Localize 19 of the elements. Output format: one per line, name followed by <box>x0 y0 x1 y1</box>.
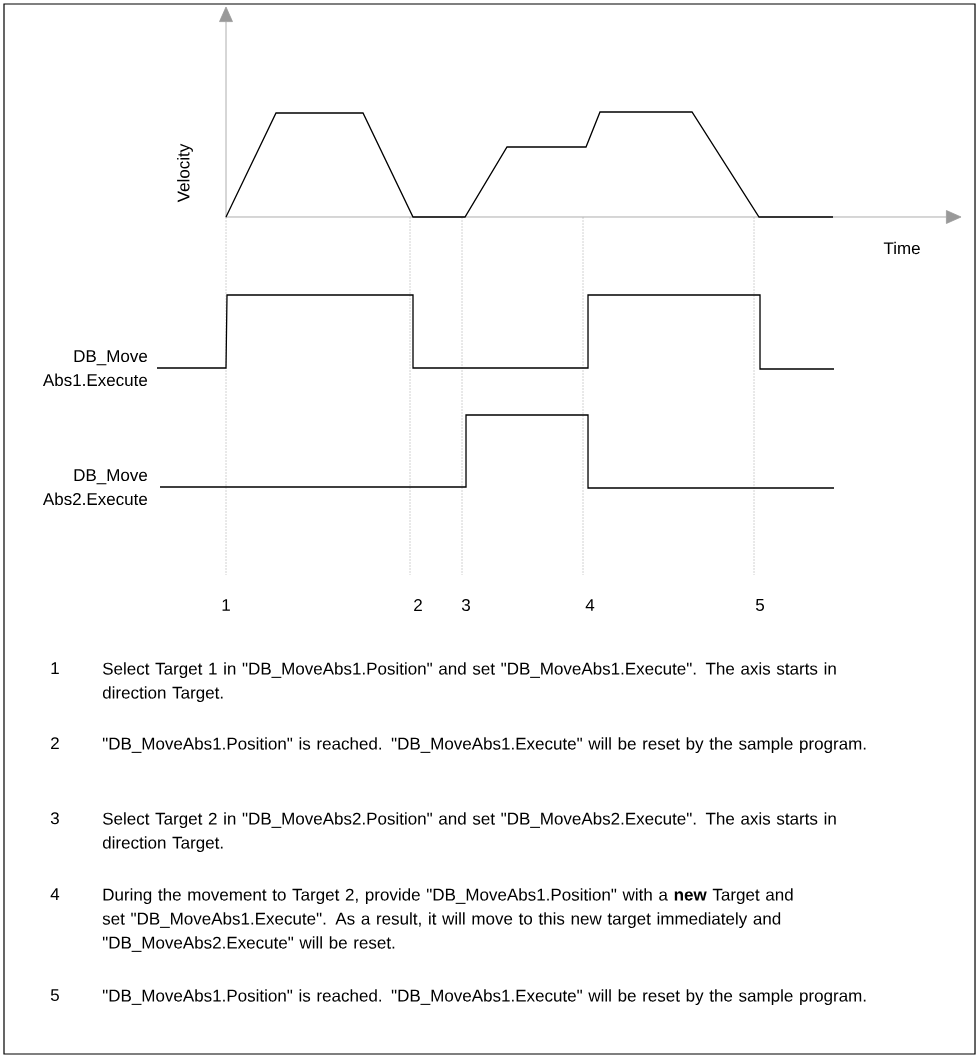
axis-label: Time <box>883 241 920 255</box>
step-number: 4 <box>50 888 60 900</box>
step-description: "DB_MoveAbs1.Position" is reached. "DB_MoveAbs1.Execute" will be reset by the sample program. <box>102 989 866 1006</box>
step-number: 5 <box>50 989 59 1002</box>
event-number: 2 <box>414 599 422 611</box>
step-number: 1 <box>51 662 59 674</box>
event-number: 5 <box>755 599 764 611</box>
step-description: Select Target 2 in "DB_MoveAbs2.Position" and set "DB_MoveAbs2.Execute". The axis starts in direction Target. <box>102 812 836 853</box>
step-number: 2 <box>51 737 59 750</box>
signal-label: DB_Move Abs2.Execute <box>42 469 148 506</box>
step-number: 3 <box>50 812 59 825</box>
signal-label: DB_Move Abs1.Execute <box>42 350 148 387</box>
axis-label: Velocity <box>177 143 193 203</box>
event-number: 1 <box>222 599 230 611</box>
event-number: 4 <box>585 599 595 611</box>
step-description: Select Target 1 in "DB_MoveAbs1.Position" and set "DB_MoveAbs1.Execute". The axis starts in direction Target. <box>102 662 836 703</box>
step-description: During the movement to Target 2, provide "DB_MoveAbs1.Position" with a new Target and set "DB_MoveAbs1.Execute". As a result, it will move to this new target immediately and "DB_MoveAbs2.Execute" will be reset. <box>102 888 793 952</box>
step-description: "DB_MoveAbs1.Position" is reached. "DB_MoveAbs1.Execute" will be reset by the sample program. <box>102 737 866 754</box>
event-number: 3 <box>461 599 470 612</box>
